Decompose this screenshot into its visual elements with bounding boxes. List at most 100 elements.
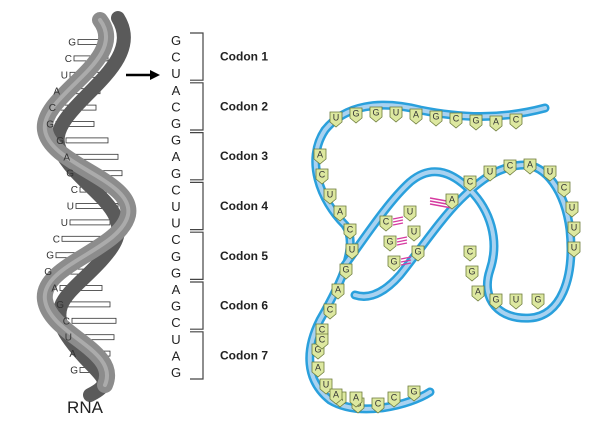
sequence-base: C bbox=[171, 99, 180, 114]
nucleotide: C bbox=[315, 333, 329, 350]
helix-base-label: G bbox=[44, 267, 52, 278]
sequence-base: C bbox=[171, 182, 180, 197]
nucleotide-letter: C bbox=[375, 399, 382, 409]
nucleotide-letter: G bbox=[410, 387, 417, 397]
nucleotide-letter: G bbox=[386, 237, 393, 247]
nucleotide: A bbox=[349, 391, 363, 408]
nucleotide-letter: C bbox=[561, 183, 568, 193]
nucleotide-letter: C bbox=[507, 161, 514, 171]
nucleotide: U bbox=[329, 111, 343, 128]
sequence-base: G bbox=[171, 33, 181, 48]
nucleotide-letter: U bbox=[571, 243, 578, 253]
nucleotide-letter: U bbox=[569, 203, 576, 213]
hydrogen-bond bbox=[400, 259, 412, 263]
nucleotide: U bbox=[509, 293, 523, 310]
nucleotide: C bbox=[509, 113, 523, 130]
codon-bracket bbox=[190, 231, 204, 280]
helix-base-label: A bbox=[53, 87, 60, 98]
nucleotide-letter: G bbox=[492, 295, 499, 305]
nucleotide: A bbox=[331, 283, 345, 300]
helix-base-label: C bbox=[49, 103, 56, 114]
codon-label: Codon 4 bbox=[220, 199, 268, 213]
helix-base-label: G bbox=[56, 300, 64, 311]
nucleotide-letter: U bbox=[487, 167, 494, 177]
nucleotide: U bbox=[567, 221, 581, 238]
helix-rung bbox=[75, 203, 119, 209]
sequence-base: G bbox=[171, 299, 181, 314]
nucleotide-letter: C bbox=[467, 247, 474, 257]
sequence-base: A bbox=[172, 83, 181, 98]
strand-loop-highlight bbox=[343, 162, 573, 321]
sequence-base: C bbox=[171, 50, 180, 65]
nucleotide-letter: U bbox=[349, 245, 356, 255]
sequence-base: U bbox=[171, 199, 180, 214]
nucleotide-letter: C bbox=[347, 225, 354, 235]
nucleotide-letter: A bbox=[317, 150, 323, 160]
nucleotide-letter: U bbox=[327, 190, 334, 200]
nucleotide-letter: U bbox=[323, 380, 330, 390]
hydrogen-bond bbox=[400, 256, 412, 260]
nucleotide-letter: A bbox=[449, 195, 455, 205]
sequence-base: U bbox=[171, 66, 180, 81]
nucleotide: C bbox=[463, 175, 477, 192]
sequence-base: G bbox=[171, 133, 181, 148]
nucleotide-letter: C bbox=[383, 217, 390, 227]
hydrogen-bond bbox=[392, 216, 404, 220]
helix-base-label: G bbox=[70, 366, 78, 377]
hydrogen-bond bbox=[396, 239, 408, 243]
nucleotide: C bbox=[343, 223, 357, 240]
nucleotide: U bbox=[403, 205, 417, 222]
nucleotide-letter: G bbox=[414, 247, 421, 257]
nucleotide: A bbox=[311, 361, 325, 378]
nucleotide-letter: G bbox=[342, 265, 349, 275]
nucleotide-letter: C bbox=[391, 393, 398, 403]
codon-label: Codon 1 bbox=[220, 50, 268, 64]
helix-rung bbox=[69, 219, 111, 226]
nucleotide-letter: U bbox=[547, 167, 554, 177]
sequence-base: G bbox=[171, 116, 181, 131]
nucleotide: C bbox=[371, 397, 385, 414]
nucleotide: G bbox=[429, 110, 443, 127]
nucleotide-letter: A bbox=[475, 287, 481, 297]
helix-rung bbox=[71, 317, 117, 324]
nucleotide: G bbox=[465, 265, 479, 282]
nucleotide: C bbox=[449, 112, 463, 129]
hydrogen-bond bbox=[392, 219, 404, 223]
nucleotide-letter: G bbox=[432, 112, 439, 122]
nucleotide: C bbox=[387, 391, 401, 408]
helix-base-label: U bbox=[61, 70, 68, 81]
codon-label: Codon 7 bbox=[220, 348, 268, 362]
nucleotide: G bbox=[531, 293, 545, 310]
nucleotide-letter: A bbox=[353, 393, 359, 403]
codon-label: Codon 5 bbox=[220, 249, 268, 263]
nucleotide: U bbox=[543, 165, 557, 182]
codon-bracket bbox=[190, 32, 204, 81]
nucleotide: A bbox=[329, 388, 343, 405]
nucleotide-letter: A bbox=[335, 285, 341, 295]
sequence-base: G bbox=[171, 265, 181, 280]
helix-base-label: A bbox=[69, 349, 76, 360]
helix-base-label: G bbox=[46, 251, 54, 262]
strand-main bbox=[305, 100, 550, 414]
nucleotide-letter: G bbox=[534, 295, 541, 305]
hydrogen-bond bbox=[400, 262, 412, 266]
nucleotide: G bbox=[469, 114, 483, 131]
nucleotide: C bbox=[557, 181, 571, 198]
codon-bracket bbox=[190, 281, 204, 330]
nucleotide-letter: A bbox=[413, 110, 419, 120]
nucleotide: G bbox=[339, 263, 353, 280]
nucleotide-letter: C bbox=[319, 325, 326, 335]
nucleotide: U bbox=[389, 106, 403, 123]
helix-caption: RNA bbox=[67, 398, 104, 417]
hydrogen-bond bbox=[396, 242, 408, 246]
nucleotide-letter: A bbox=[333, 390, 339, 400]
nucleotide: U bbox=[319, 378, 333, 395]
nucleotide: G bbox=[489, 293, 503, 310]
nucleotide: U bbox=[323, 188, 337, 205]
sequence-base: C bbox=[171, 315, 180, 330]
nucleotide: G bbox=[369, 106, 383, 123]
